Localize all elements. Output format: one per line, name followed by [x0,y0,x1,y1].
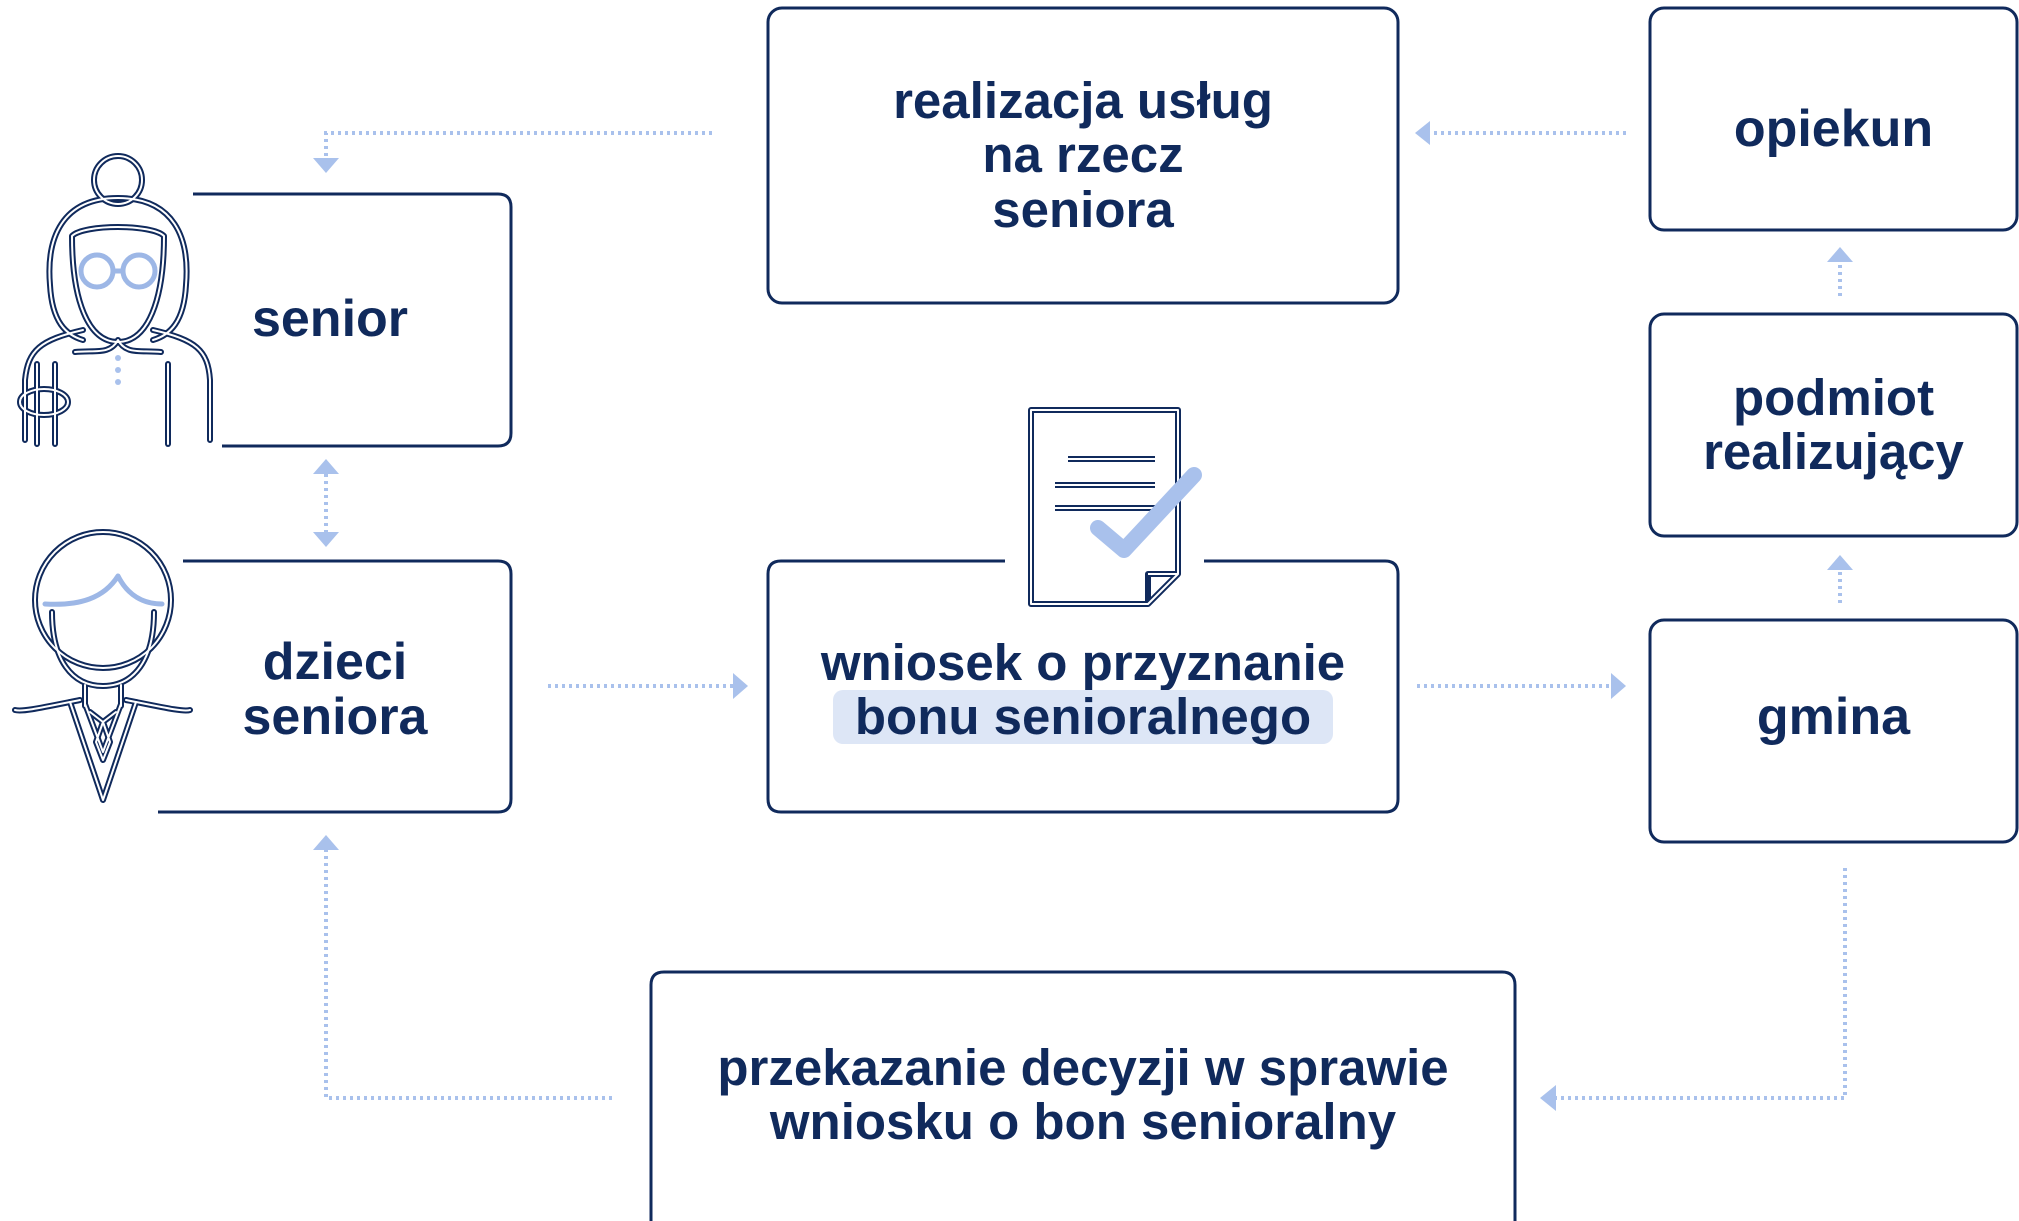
label-realizacja: realizacja usług na rzecz seniora [893,72,1273,238]
label-podmiot: podmiot realizujący [1703,368,1964,480]
box-podmiot [1648,312,2019,538]
box-wniosek [766,559,1400,814]
highlight-bon-senioralny: bonu senioralnego [832,689,1334,745]
label-opiekun: opiekun [1733,100,1934,159]
box-realizacja [766,6,1400,305]
box-przekazanie [649,970,1517,1221]
box-dzieci [158,559,513,814]
elderly-woman-icon [17,153,213,447]
arrow-realizacja-to-senior [324,131,712,158]
label-senior: senior [251,290,409,349]
arrow-przekazanie-to-dzieci [324,850,612,1100]
label-wniosek: wniosek o przyznanie bonu senioralnego [820,633,1346,745]
arrow-gmina-to-przekazanie [1556,868,1847,1100]
box-senior [193,192,513,448]
label-przekazanie: przekazanie decyzji w sprawie wniosku o … [717,1038,1449,1150]
label-dzieci: dzieci seniora [242,632,428,746]
box-gmina [1648,618,2019,844]
box-opiekun [1648,6,2019,232]
document-check-icon [1028,407,1202,607]
label-gmina: gmina [1756,688,1911,747]
adult-man-icon [12,529,193,803]
